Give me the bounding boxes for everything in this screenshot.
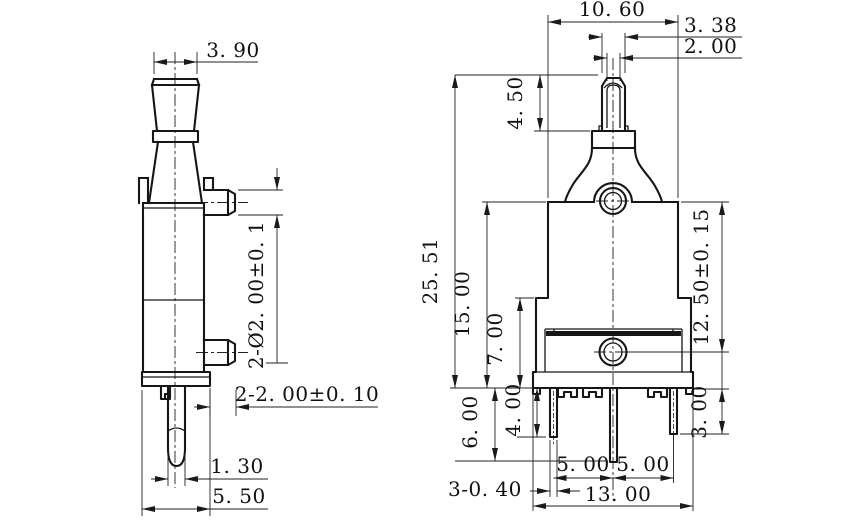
dim-extension-lines: [209, 388, 237, 416]
dim-pitch-right-label: 5. 00: [616, 452, 669, 476]
stem-outline: [600, 76, 627, 133]
dim-center-pin: 6. 00: [455, 388, 608, 462]
dim-extension-lines: [153, 52, 198, 74]
knob-ring: [151, 129, 200, 144]
dim-right-pin: 3. 00: [680, 385, 729, 439]
dim-center-pin-label: 6. 00: [458, 395, 482, 448]
body-top-edge: [546, 182, 680, 204]
dim-body-height: 15. 00: [450, 201, 546, 388]
recess-band: [546, 331, 681, 336]
dim-pin-pitch: 5. 00 5. 00: [553, 434, 674, 483]
dim-pin-dia-label: 1. 30: [210, 454, 263, 478]
knob-neck: [147, 140, 204, 205]
dim-top-width-label: 10. 60: [579, 0, 646, 21]
dim-lower-body: 7. 00: [483, 297, 534, 388]
dim-pin-dia: 1. 30: [151, 452, 268, 486]
dim-side-pin-label: 4. 00: [501, 383, 525, 436]
dim-side-pin: 4. 00: [501, 383, 546, 438]
dim-extension-lines: [167, 452, 186, 486]
dim-base-width-side-label: 5. 50: [212, 484, 265, 508]
recess-sides: [544, 329, 683, 372]
dim-extension-lines: [547, 15, 679, 198]
dim-base-width-side: 5. 50: [141, 390, 268, 516]
lower-boss: [202, 338, 237, 367]
front-view: 10. 60 3. 38 2. 00 4. 50 25. 51: [418, 0, 742, 511]
castellation-tab: [646, 386, 669, 399]
body-outline: [531, 200, 695, 390]
bottom-pin: [166, 384, 187, 468]
dim-stem-slot-label: 2. 00: [684, 34, 737, 58]
dim-overall-height-label: 25. 51: [418, 238, 442, 305]
upper-boss: [202, 188, 237, 217]
dim-boss-dia: 2-Ø2. 00±0. 1: [238, 168, 288, 369]
side-view: 3. 90 2-Ø2. 00±0. 1 2-2. 00±0. 10 1. 30: [137, 38, 379, 516]
bell-right-curve: [633, 146, 664, 204]
dim-knob-width: 3. 90: [153, 38, 259, 74]
dim-leader: [266, 238, 288, 364]
dim-extension-lines: [601, 33, 626, 73]
lower-hole-inner: [603, 342, 623, 362]
dim-hole-offset-label: 12. 50±0. 15: [689, 208, 713, 345]
dim-lower-body-label: 7. 00: [483, 312, 507, 365]
castellation-tab: [556, 386, 579, 399]
dim-extension-lines: [549, 440, 558, 497]
dim-top-width: 10. 60: [547, 0, 679, 198]
center-pin: [608, 386, 619, 464]
dim-right-pin-label: 3. 00: [687, 385, 711, 438]
dim-pitch-left-label: 5. 00: [556, 452, 609, 476]
right-ear: [202, 176, 215, 192]
upper-hole-outer: [598, 186, 628, 216]
dim-stem-outer: 3. 38: [588, 13, 742, 73]
dim-stem-height-label: 4. 50: [503, 76, 527, 129]
dim-base-width-front: 13. 00: [532, 392, 694, 511]
pin-dash-centerlines: [553, 391, 674, 444]
stem-slot: [606, 84, 621, 128]
dim-base-width-front-label: 13. 00: [585, 482, 652, 506]
dim-extension-lines: [606, 53, 621, 81]
dim-stem-slot: 2. 00: [593, 34, 742, 81]
dim-overall-height: 25. 51: [418, 75, 533, 389]
dim-body-height-label: 15. 00: [450, 271, 474, 338]
knob-outline: [150, 77, 201, 133]
stem-collar: [590, 129, 637, 150]
left-ear: [137, 176, 150, 205]
upper-hole-inner: [603, 191, 623, 211]
dim-pin-thickness-label: 3-0. 40: [448, 477, 522, 501]
dim-hole-offset: 12. 50±0. 15: [627, 201, 729, 389]
dim-stem-outer-label: 3. 38: [684, 13, 737, 37]
base-flange: [140, 370, 212, 388]
dim-stem-height: 4. 50: [455, 74, 598, 132]
lower-hole-outer: [598, 337, 628, 367]
dim-extension-lines: [141, 390, 211, 516]
dim-extension-lines: [455, 74, 598, 132]
dim-knob-width-label: 3. 90: [206, 38, 259, 62]
dim-mount-tab: 2-2. 00±0. 10: [194, 382, 379, 416]
castellation-tab: [581, 386, 604, 399]
dim-extension-lines: [532, 392, 694, 511]
bell-left-curve: [563, 146, 594, 204]
dim-boss-dia-label: 2-Ø2. 00±0. 1: [244, 221, 268, 369]
dim-mount-tab-label: 2-2. 00±0. 10: [235, 382, 380, 406]
pin-step-curve: [167, 427, 186, 432]
body-outline: [141, 201, 206, 374]
dim-pin-thickness: 3-0. 40: [448, 440, 580, 501]
stem-dome-line: [603, 82, 623, 89]
